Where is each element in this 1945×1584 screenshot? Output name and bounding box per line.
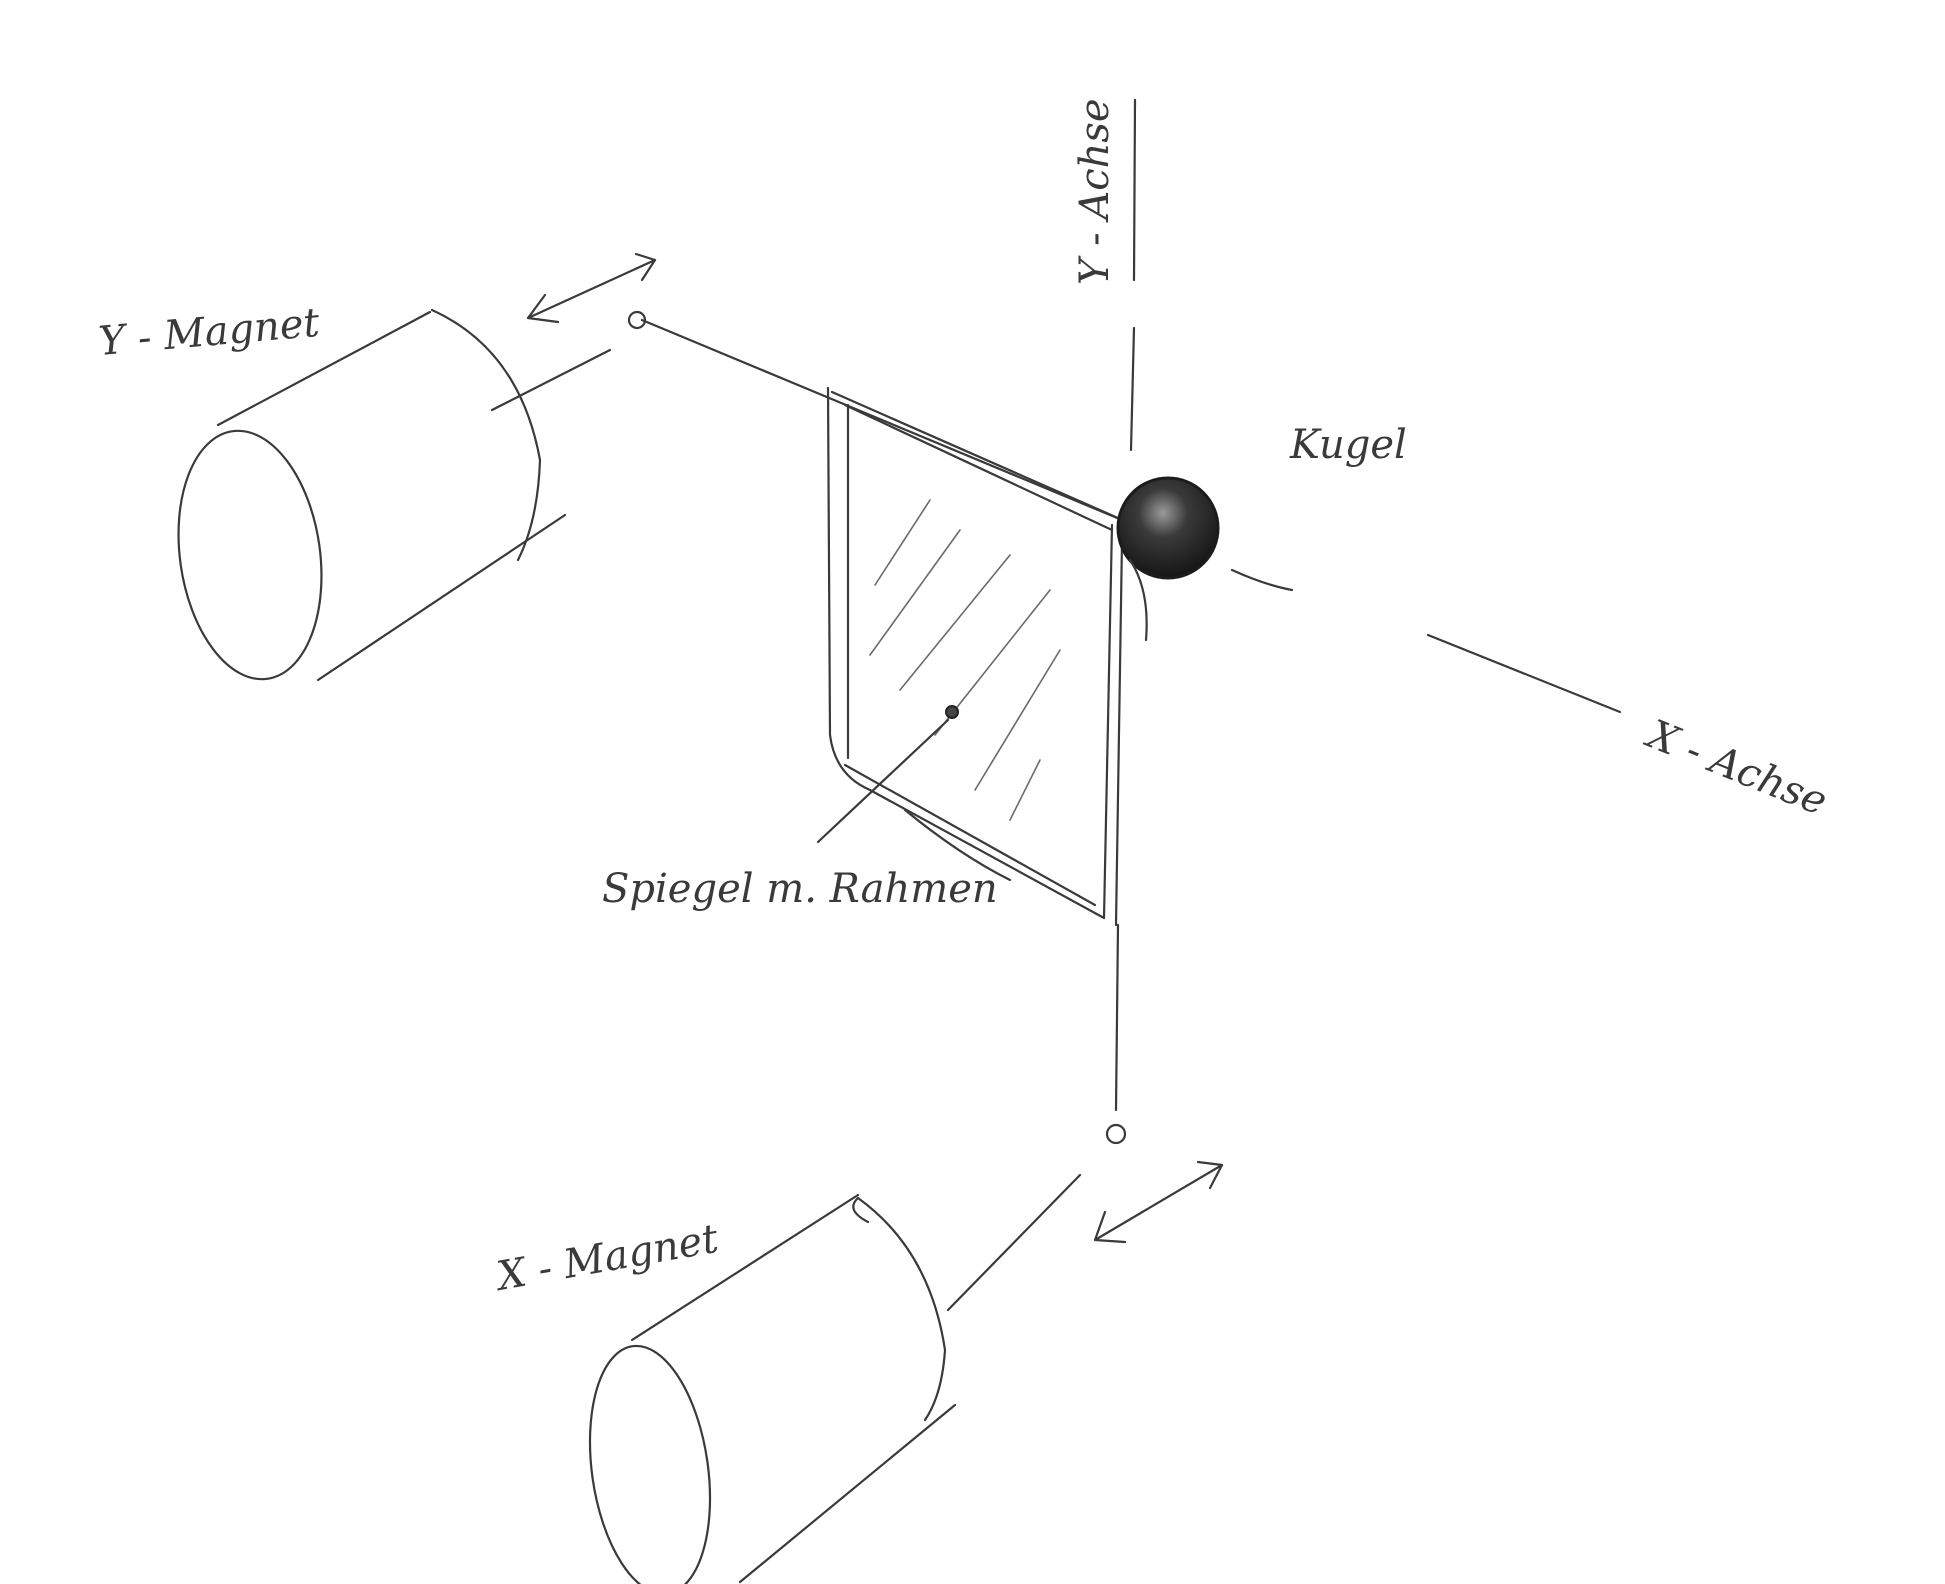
y-magnet-label: Y - Magnet xyxy=(97,300,322,365)
x-magnet-cylinder xyxy=(588,1173,1082,1584)
mirror-hatching xyxy=(869,499,1061,821)
x-rod xyxy=(1114,923,1120,1112)
x-motion-arrow xyxy=(1093,1160,1224,1244)
ball xyxy=(1116,476,1220,642)
x-pivot xyxy=(1105,1123,1127,1145)
mirror-label: Spiegel m. Rahmen xyxy=(602,866,998,912)
y-axis-label: Y - Achse xyxy=(1072,98,1118,285)
y-axis-line xyxy=(1129,98,1137,452)
mirror-center-dot xyxy=(945,705,959,719)
y-rod xyxy=(640,318,1124,522)
ball-label: Kugel xyxy=(1289,422,1407,468)
x-axis-label: X - Achse xyxy=(1638,710,1833,824)
mirror-leader-line xyxy=(816,718,950,844)
x-magnet-label: X - Magnet xyxy=(491,1216,723,1301)
x-axis-line xyxy=(1230,568,1622,714)
mirror-frame xyxy=(826,386,1124,927)
y-pivot xyxy=(627,310,647,330)
y-magnet-cylinder xyxy=(177,308,612,682)
y-motion-arrow xyxy=(526,252,657,324)
